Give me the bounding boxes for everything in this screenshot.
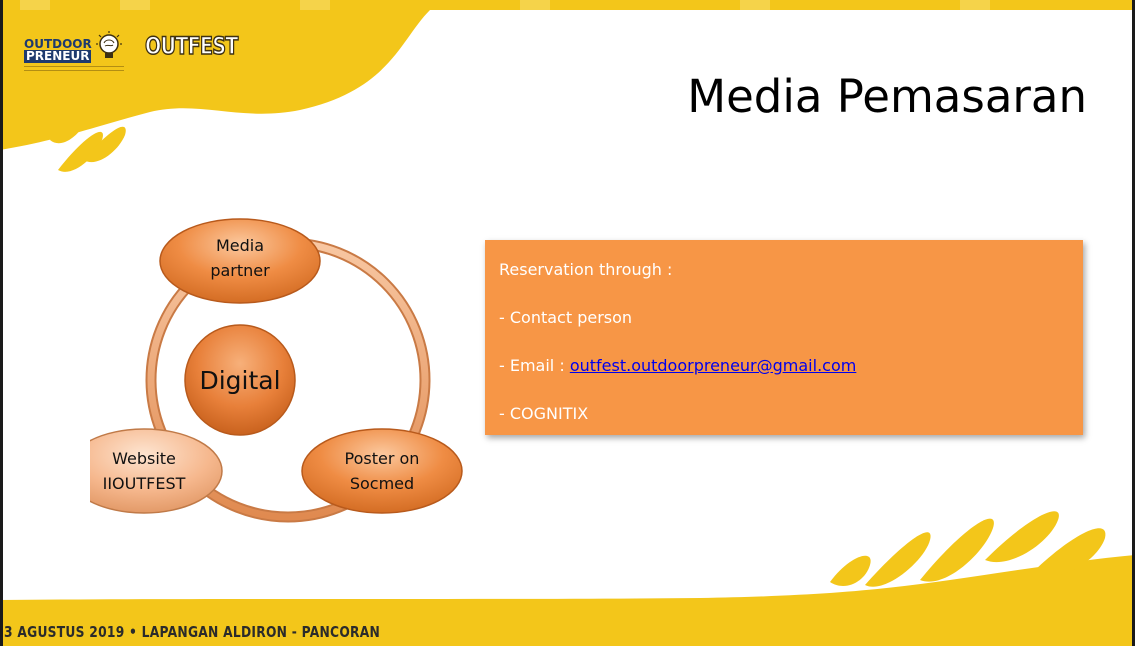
outdoorpreneur-logo: OUTDOOR PRENEUR bbox=[24, 30, 139, 80]
logo-preneur-text: PRENEUR bbox=[24, 49, 92, 63]
page-title: Media Pemasaran bbox=[687, 70, 1087, 123]
node-website: Website IIOUTFEST bbox=[90, 428, 223, 514]
email-prefix: - Email : bbox=[499, 356, 570, 375]
logo-tagline-lines bbox=[24, 66, 124, 71]
center-label: Digital bbox=[199, 366, 280, 395]
center-node-digital: Digital bbox=[184, 324, 296, 436]
reservation-item-cognitix: - COGNITIX bbox=[499, 404, 589, 423]
right-border bbox=[1132, 0, 1135, 646]
reservation-box: Reservation through : - Contact person -… bbox=[485, 240, 1083, 435]
logo-outfest-text: OUTFEST bbox=[144, 31, 239, 61]
logo-outdoor-text: OUTDOOR bbox=[24, 37, 92, 51]
reservation-item-contact: - Contact person bbox=[499, 308, 633, 327]
email-link[interactable]: outfest.outdoorpreneur@gmail.com bbox=[569, 356, 857, 375]
reservation-item-email: - Email : outfest.outdoorpreneur@gmail.c… bbox=[499, 356, 856, 375]
node-media-partner-line1: Media bbox=[216, 236, 264, 255]
node-media-partner-line2: partner bbox=[210, 261, 270, 280]
outfest-logo: OUTFEST bbox=[144, 30, 239, 70]
node-website-line1: Website bbox=[112, 449, 176, 468]
node-poster-socmed: Poster on Socmed bbox=[301, 428, 463, 514]
reservation-heading: Reservation through : bbox=[499, 260, 673, 279]
lightbulb-brain-icon bbox=[96, 31, 122, 58]
node-website-line2: IIOUTFEST bbox=[103, 474, 186, 493]
cycle-diagram: Digital Media partner Poster on Socmed W… bbox=[90, 218, 463, 523]
left-border bbox=[0, 0, 3, 646]
node-poster-line2: Socmed bbox=[350, 474, 414, 493]
footer-event-info: 3 AGUSTUS 2019 • LAPANGAN ALDIRON - PANC… bbox=[4, 623, 381, 641]
node-poster-line1: Poster on bbox=[345, 449, 420, 468]
node-media-partner: Media partner bbox=[159, 218, 321, 304]
